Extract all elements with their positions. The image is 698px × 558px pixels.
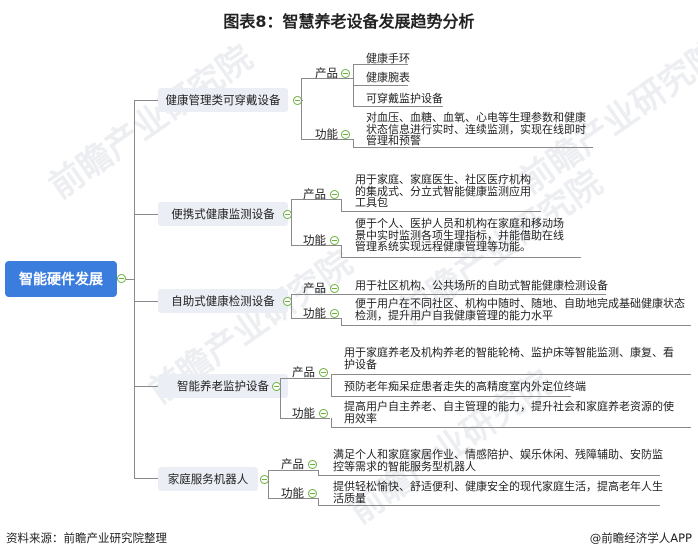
connector bbox=[301, 78, 303, 139]
connector bbox=[134, 386, 158, 388]
connector bbox=[353, 139, 355, 147]
connector bbox=[280, 378, 282, 418]
connector bbox=[301, 78, 353, 80]
branch-label: 家庭服务机器人 bbox=[167, 472, 249, 486]
product-item: 用于家庭养老及机构养老的智能轮椅、监护床等智能监测、康复、看护设备 bbox=[344, 346, 674, 371]
collapse-toggle-icon[interactable] bbox=[341, 69, 350, 78]
product-item: 可穿戴监护设备 bbox=[366, 92, 443, 105]
connector bbox=[331, 374, 691, 376]
function-text: 提高用户自主养老、自主管理的能力，提升社会和家庭养老资源的使用效率 bbox=[344, 400, 674, 425]
connector-trunk bbox=[134, 100, 136, 479]
connector bbox=[301, 139, 353, 141]
connector bbox=[268, 470, 270, 498]
connector bbox=[353, 147, 593, 149]
credit-note: @前瞻经济学人APP bbox=[589, 531, 692, 545]
connector bbox=[268, 470, 318, 472]
connector bbox=[353, 106, 443, 108]
watermark: 前瞻产业研究院 bbox=[42, 37, 260, 208]
connector bbox=[318, 505, 660, 507]
connector bbox=[134, 100, 158, 102]
connector bbox=[331, 396, 571, 398]
connector bbox=[302, 100, 304, 101]
connector bbox=[134, 301, 158, 303]
branch-node-elderly-monitor[interactable]: 智能养老监护设备 bbox=[158, 374, 288, 398]
collapse-toggle-icon[interactable] bbox=[330, 309, 339, 318]
collapse-toggle-icon[interactable] bbox=[330, 284, 339, 293]
branch-node-portable[interactable]: 便携式健康监测设备 bbox=[158, 202, 288, 226]
connector bbox=[341, 245, 343, 257]
category-function: 功能 bbox=[303, 233, 326, 247]
connector bbox=[341, 211, 541, 213]
connector bbox=[318, 470, 320, 475]
source-note: 资料来源：前瞻产业研究院整理 bbox=[6, 531, 167, 545]
branch-label: 智能养老监护设备 bbox=[177, 379, 269, 393]
category-function: 功能 bbox=[292, 406, 315, 420]
collapse-toggle-icon[interactable] bbox=[319, 409, 328, 418]
connector bbox=[126, 279, 134, 281]
connector bbox=[318, 475, 660, 477]
category-function: 功能 bbox=[281, 486, 304, 500]
connector bbox=[291, 245, 341, 247]
connector bbox=[341, 257, 581, 259]
chart-title: 图表8：智慧养老设备发展趋势分析 bbox=[223, 12, 475, 31]
connector bbox=[341, 325, 691, 327]
connector bbox=[353, 85, 408, 87]
collapse-toggle-icon[interactable] bbox=[330, 236, 339, 245]
product-item: 用于社区机构、公共场所的自助式智能健康检测设备 bbox=[355, 279, 608, 292]
branch-node-self-service[interactable]: 自助式健康检测设备 bbox=[158, 289, 288, 313]
connector bbox=[353, 64, 408, 66]
root-node[interactable]: 智能硬件发展 bbox=[5, 261, 117, 297]
branch-node-home-robot[interactable]: 家庭服务机器人 bbox=[158, 467, 258, 491]
connector bbox=[331, 374, 333, 396]
product-item: 预防老年痴呆症患者走失的高精度室内外定位终端 bbox=[344, 380, 586, 393]
collapse-toggle-icon[interactable] bbox=[330, 190, 339, 199]
category-function: 功能 bbox=[303, 306, 326, 320]
connector bbox=[341, 318, 343, 326]
root-label: 智能硬件发展 bbox=[19, 272, 103, 288]
connector bbox=[291, 294, 341, 296]
connector bbox=[291, 318, 341, 320]
category-product: 产品 bbox=[281, 457, 304, 471]
function-text: 便于个人、医护人员和机构在家庭和移动场景中实时监测各项生理指标，并能借助在线管理… bbox=[355, 217, 564, 253]
category-product: 产品 bbox=[292, 365, 315, 379]
connector bbox=[280, 378, 330, 380]
connector bbox=[291, 294, 293, 318]
connector bbox=[134, 478, 158, 480]
function-text: 提供轻松愉快、舒适便利、健康安全的现代家庭生活，提高老年人生活质量 bbox=[333, 480, 663, 505]
product-item: 满足个人和家庭家居作业、情感陪护、娱乐休闲、残障辅助、安防监控等需求的智能服务型… bbox=[333, 448, 663, 473]
branch-label: 自助式健康检测设备 bbox=[171, 294, 275, 308]
collapse-toggle-icon[interactable] bbox=[117, 274, 126, 283]
connector bbox=[341, 199, 343, 211]
product-item: 健康手环 bbox=[366, 52, 410, 65]
product-item: 用于家庭、家庭医生、社区医疗机构的集成式、分立式智能健康监测应用工具包 bbox=[355, 173, 531, 209]
collapse-toggle-icon[interactable] bbox=[308, 489, 317, 498]
connector bbox=[134, 214, 158, 216]
connector bbox=[268, 498, 318, 500]
branch-label: 便携式健康监测设备 bbox=[171, 207, 275, 221]
category-product: 产品 bbox=[315, 66, 338, 80]
function-text: 对血压、血糖、血氧、心电等生理参数和健康状态信息进行实时、连续监测，实现在线即时… bbox=[366, 111, 586, 147]
product-item: 健康腕表 bbox=[366, 71, 410, 84]
connector bbox=[318, 498, 320, 505]
collapse-toggle-icon[interactable] bbox=[319, 368, 328, 377]
function-text: 便于用户在不同社区、机构中随时、随地、自助地完成基础健康状态检测，提升用户自我健… bbox=[355, 297, 685, 322]
category-function: 功能 bbox=[315, 127, 338, 141]
connector bbox=[341, 294, 606, 296]
category-product: 产品 bbox=[303, 187, 326, 201]
connector bbox=[331, 427, 691, 429]
branch-node-wearable[interactable]: 健康管理类可穿戴设备 bbox=[158, 88, 288, 112]
collapse-toggle-icon[interactable] bbox=[308, 460, 317, 469]
connector bbox=[331, 418, 333, 427]
branch-label: 健康管理类可穿戴设备 bbox=[165, 93, 281, 107]
connector bbox=[280, 418, 330, 420]
connector bbox=[291, 199, 293, 245]
collapse-toggle-icon[interactable] bbox=[341, 130, 350, 139]
category-product: 产品 bbox=[303, 281, 326, 295]
connector bbox=[291, 199, 341, 201]
